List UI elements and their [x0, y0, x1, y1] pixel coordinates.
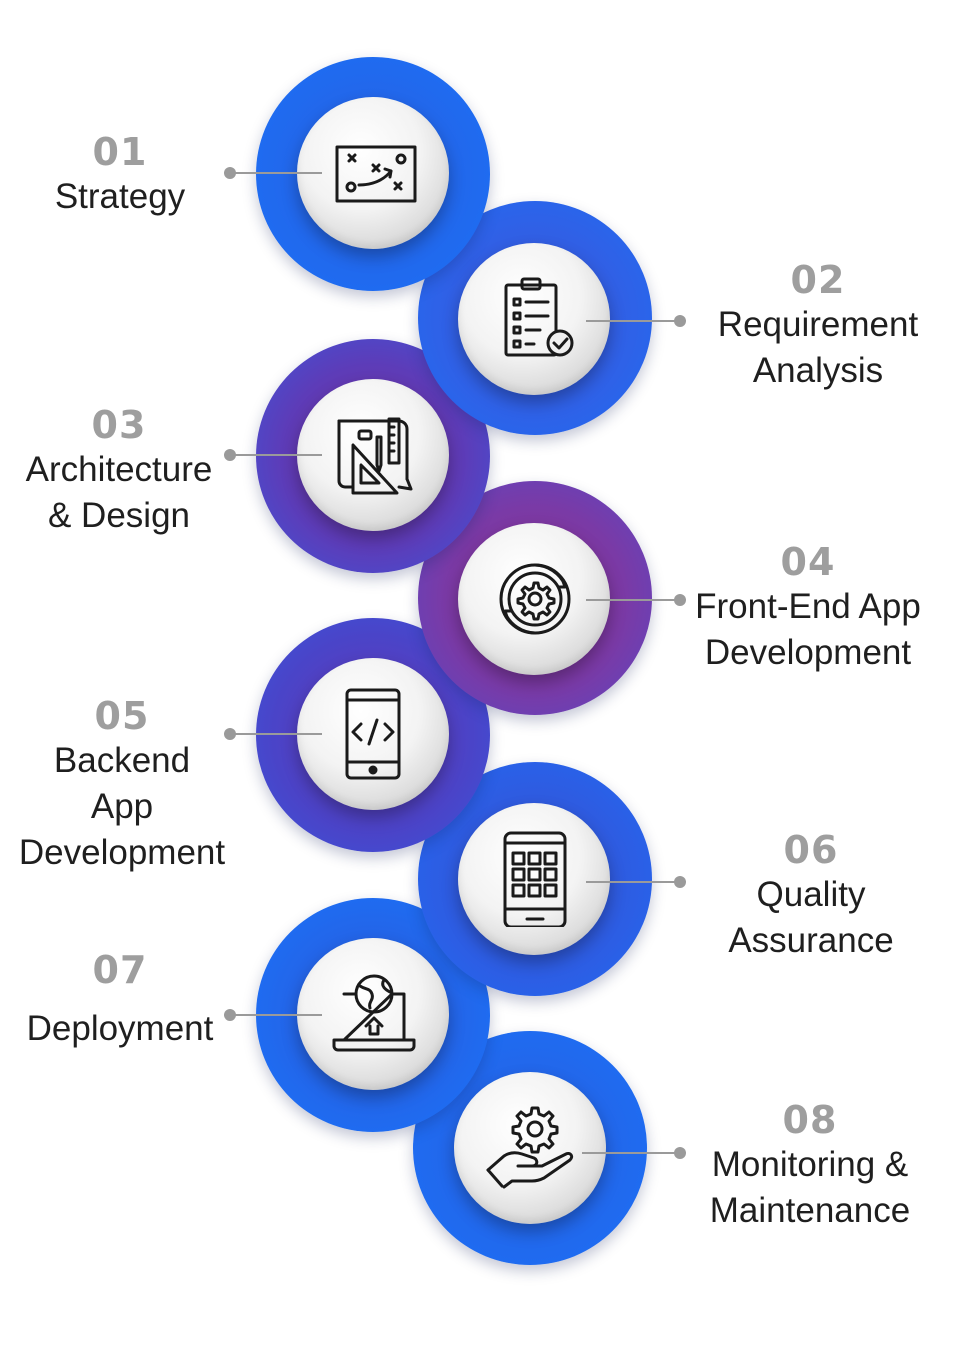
step-title-line: Monitoring & [711, 1145, 909, 1184]
step-title-line: Requirement [717, 305, 919, 344]
connector-line-08 [582, 1152, 678, 1154]
step-label-08: 08 Monitoring & Maintenance [690, 1098, 930, 1234]
step-title-line: Development [18, 833, 226, 872]
mobile-code-icon [325, 686, 421, 782]
phone-grid-icon [487, 831, 583, 927]
step-disc-03 [297, 379, 449, 531]
connector-line-06 [586, 881, 678, 883]
step-title-line: Development [704, 633, 912, 672]
step-label-05: 05 Backend App Development [4, 694, 240, 876]
step-disc-02 [458, 243, 610, 395]
step-title-line: App [90, 787, 154, 826]
clipboard-checklist-icon [488, 271, 584, 367]
step-title-line: Analysis [752, 351, 884, 390]
connector-line-02 [586, 320, 678, 322]
connector-line-04 [586, 599, 678, 601]
connector-line-01 [230, 172, 322, 174]
step-number: 06 [783, 828, 839, 872]
step-title-line: Strategy [54, 177, 186, 216]
step-disc-04 [458, 523, 610, 675]
step-number: 04 [780, 540, 836, 584]
connector-dot-06 [674, 876, 686, 888]
laptop-globe-upload-icon [326, 966, 422, 1062]
strategy-board-icon [327, 125, 423, 221]
step-number: 05 [94, 694, 150, 738]
step-label-07: 07 Deployment [8, 948, 232, 1052]
hand-gear-icon [482, 1100, 578, 1196]
step-number: 03 [91, 403, 147, 447]
step-title-line: Front-End App [695, 587, 921, 626]
step-title-line: & Design [47, 496, 191, 535]
step-label-02: 02 Requirement Analysis [700, 258, 936, 394]
gear-cycle-icon [487, 551, 583, 647]
step-title-line: Architecture [25, 450, 213, 489]
step-label-03: 03 Architecture & Design [6, 403, 232, 539]
step-disc-01 [297, 97, 449, 249]
step-label-04: 04 Front-End App Development [680, 540, 936, 676]
step-title-line: Quality [756, 875, 866, 914]
step-title-line: Backend [53, 741, 191, 780]
connector-dot-08 [674, 1147, 686, 1159]
step-title-line: Maintenance [709, 1191, 911, 1230]
step-label-06: 06 Quality Assurance [700, 828, 922, 964]
connector-line-03 [230, 454, 322, 456]
step-number: 07 [92, 948, 148, 992]
step-number: 01 [92, 130, 148, 174]
connector-line-07 [230, 1014, 322, 1016]
step-title-line: Deployment [26, 1009, 214, 1048]
step-number: 02 [790, 258, 846, 302]
step-title-line: Assurance [728, 921, 894, 960]
connector-line-05 [230, 733, 322, 735]
connector-dot-04 [674, 594, 686, 606]
blueprint-ruler-icon [327, 407, 423, 503]
step-label-01: 01 Strategy [20, 130, 220, 220]
step-number: 08 [782, 1098, 838, 1142]
connector-dot-02 [674, 315, 686, 327]
